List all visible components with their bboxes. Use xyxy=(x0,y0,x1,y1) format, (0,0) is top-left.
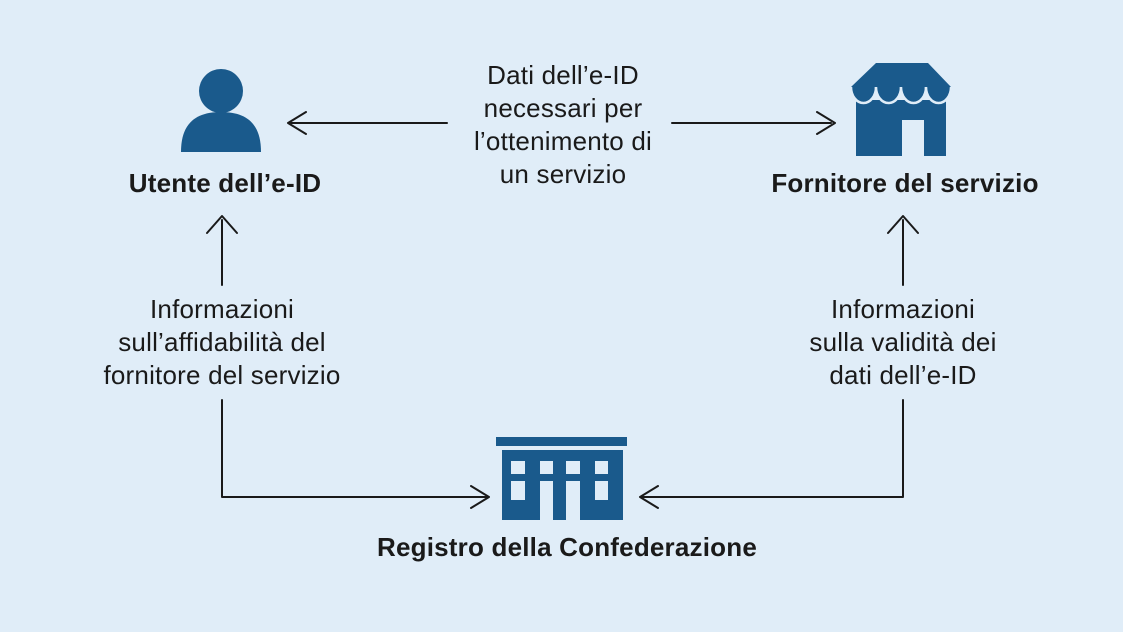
arrow-up-to-provider xyxy=(887,215,919,286)
text-line: Dati dell’e-ID xyxy=(487,60,639,90)
text-line: l’ottenimento di xyxy=(473,126,653,156)
arrow-to-user xyxy=(287,111,448,135)
registry-label: Registro della Confederazione xyxy=(377,532,757,562)
arrow-user-to-registry xyxy=(221,399,490,509)
text-line: Informazioni xyxy=(830,294,976,324)
text-line: Informazioni xyxy=(149,294,295,324)
text-line: necessari per xyxy=(483,93,643,123)
arrow-provider-to-registry xyxy=(639,399,904,509)
government-building-icon xyxy=(496,437,627,520)
arrow-to-provider xyxy=(671,111,836,135)
user-label: Utente dell’e-ID xyxy=(128,168,322,198)
arrow-up-to-user xyxy=(206,215,238,286)
text-line: un servizio xyxy=(499,159,627,189)
text-line: sulla validità dei xyxy=(809,327,997,357)
provider-label: Fornitore del servizio xyxy=(771,168,1039,198)
text-line: sull’affidabilità del xyxy=(118,327,326,357)
edge-label-user-provider: Dati dell’e-ID necessari per l’ottenimen… xyxy=(413,59,713,191)
text-line: fornitore del servizio xyxy=(103,360,341,390)
person-icon xyxy=(181,69,261,152)
edge-label-registry-user: Informazioni sull’affidabilità del forni… xyxy=(62,293,382,392)
storefront-icon xyxy=(851,63,951,156)
edge-label-registry-provider: Informazioni sulla validità dei dati del… xyxy=(743,293,1063,392)
text-line: dati dell’e-ID xyxy=(829,360,977,390)
